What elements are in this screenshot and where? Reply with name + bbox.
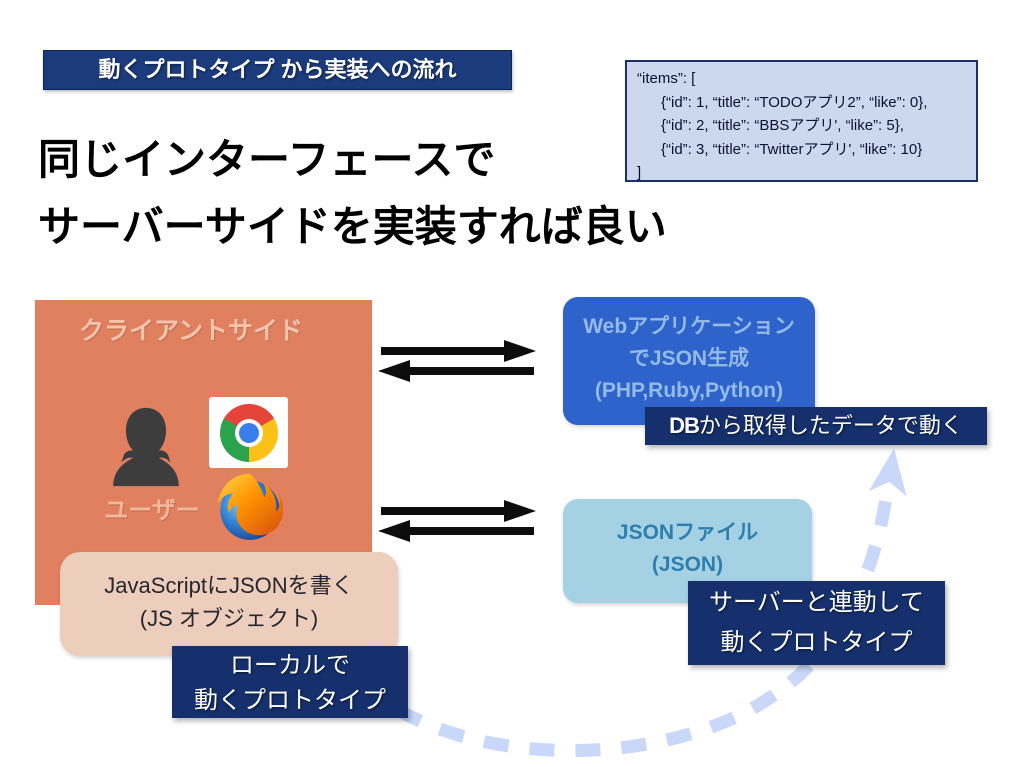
- user-silhouette-icon: [113, 407, 179, 487]
- client-side-label: クライアントサイド: [79, 317, 304, 345]
- js-note-line-2: (JS オブジェクト): [139, 606, 319, 631]
- js-json-note-box: JavaScriptにJSONを書く (JS オブジェクト): [60, 552, 398, 656]
- dashed-flow-arrow: [394, 448, 907, 757]
- code-line: “items”: [: [637, 70, 696, 87]
- code-line: {“id”: 3, “title”: “Twitterアプリ', “like”:…: [661, 140, 923, 158]
- heading-line-2: サーバーサイドを実装すれば良い: [38, 203, 667, 250]
- server-linked-banner: サーバーと連動して 動くプロトタイプ: [688, 581, 945, 665]
- user-label: ユーザー: [104, 497, 200, 524]
- arrowhead-up-icon: [868, 448, 907, 497]
- web-app-line-2: でJSON生成: [628, 347, 750, 370]
- json-file-line-2: (JSON): [651, 553, 724, 576]
- firefox-browser-icon: [218, 473, 284, 540]
- heading-line-1: 同じインターフェースで: [38, 136, 496, 183]
- server-banner-line-2: 動くプロトタイプ: [720, 629, 913, 656]
- js-note-line-1: JavaScriptにJSONを書く: [104, 573, 354, 598]
- sync-arrows-bottom: [378, 500, 536, 542]
- json-file-line-1: JSONファイル: [616, 521, 759, 544]
- local-banner-line-1: ローカルで: [230, 652, 350, 679]
- web-app-line-1: Webアプリケーション: [583, 315, 795, 338]
- local-banner-line-2: 動くプロトタイプ: [194, 687, 386, 714]
- code-line: ]: [637, 164, 642, 181]
- title-banner: 動くプロトタイプ から実装への流れ: [43, 50, 512, 90]
- web-app-line-3: (PHP,Ruby,Python): [594, 379, 784, 402]
- web-app-box: Webアプリケーション でJSON生成 (PHP,Ruby,Python): [563, 297, 815, 425]
- code-line: {“id”: 2, “title”: “BBSアプリ', “like”: 5},: [661, 117, 904, 134]
- main-heading: 同じインターフェースで サーバーサイドを実装すれば良い: [38, 126, 667, 260]
- chrome-logo: [219, 403, 278, 462]
- code-line: {“id”: 1, “title”: “TODOアプリ2”, “like”: 0…: [661, 93, 928, 111]
- local-prototype-banner: ローカルで 動くプロトタイプ: [172, 646, 408, 718]
- db-data-banner: DBから取得したデータで動く: [645, 407, 987, 445]
- db-banner-text: から取得したデータで動く: [698, 413, 963, 438]
- json-code-box: “items”: [ {“id”: 1, “title”: “TODOアプリ2”…: [625, 60, 978, 182]
- db-bold-label: DB: [669, 413, 700, 438]
- sync-arrows-top: [378, 340, 536, 382]
- server-banner-line-1: サーバーと連動して: [708, 589, 925, 616]
- title-banner-label: 動くプロトタイプ から実装への流れ: [98, 57, 457, 82]
- chrome-browser-icon: [209, 397, 288, 468]
